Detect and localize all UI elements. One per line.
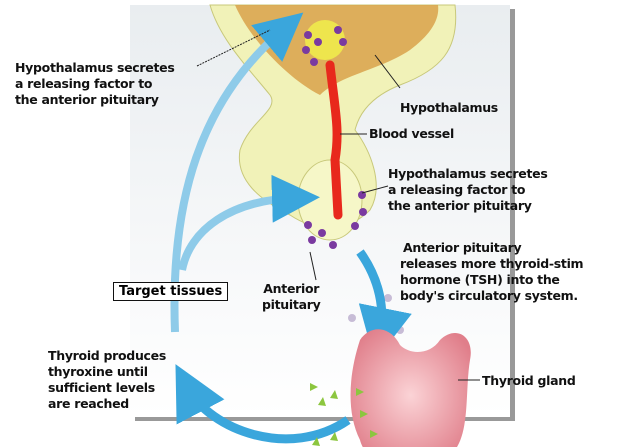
label-anterior-pituitary: Anterior pituitary	[262, 281, 321, 313]
label-line: thyroxine until	[48, 364, 148, 379]
label-line: body's circulatory system.	[400, 288, 578, 303]
label-line: Anterior pituitary	[403, 240, 522, 255]
hormone-dots	[302, 26, 367, 249]
label-anterior-pituitary-releases: Anterior pituitary releases more thyroid…	[400, 240, 584, 304]
label-blood-vessel: Blood vessel	[369, 126, 454, 141]
thyroxine-arrow	[175, 364, 351, 444]
label-line: a releasing factor to	[388, 182, 526, 197]
label-line: releases more thyroid-stim	[400, 256, 584, 271]
feedback-arrow-up	[170, 12, 304, 333]
label-thyroid-gland: Thyroid gland	[482, 373, 576, 388]
label-line: the anterior pituitary	[15, 92, 159, 107]
label-line: hormone (TSH) into the	[400, 272, 560, 287]
thyroid-gland	[350, 329, 471, 447]
feedback-arrow-side	[178, 174, 320, 271]
thyroxine-triangles	[310, 383, 378, 446]
label-line: Anterior	[263, 281, 320, 296]
label-line: the anterior pituitary	[388, 198, 532, 213]
label-hypothalamus-secretes-mid: Hypothalamus secretes a releasing factor…	[388, 166, 548, 214]
label-hypothalamus: Hypothalamus	[400, 100, 498, 115]
tsh-arrow	[356, 249, 412, 362]
leader-lines	[196, 29, 480, 381]
label-line: sufficient levels	[48, 380, 155, 395]
label-thyroid-produces-text: Thyroid produces thyroxine until suffici…	[48, 348, 166, 412]
label-line: are reached	[48, 396, 129, 411]
label-line: Hypothalamus secretes	[15, 60, 175, 75]
label-line: Hypothalamus secretes	[388, 166, 548, 181]
label-hypothalamus-secretes-top: Hypothalamus secretes a releasing factor…	[15, 60, 175, 108]
label-line: Thyroid produces	[48, 348, 166, 363]
blood-vessel	[325, 60, 343, 220]
secretion-glow	[305, 20, 345, 60]
target-tissues-box: Target tissues	[113, 282, 229, 301]
label-line: pituitary	[262, 297, 321, 312]
label-line: a releasing factor to	[15, 76, 153, 91]
